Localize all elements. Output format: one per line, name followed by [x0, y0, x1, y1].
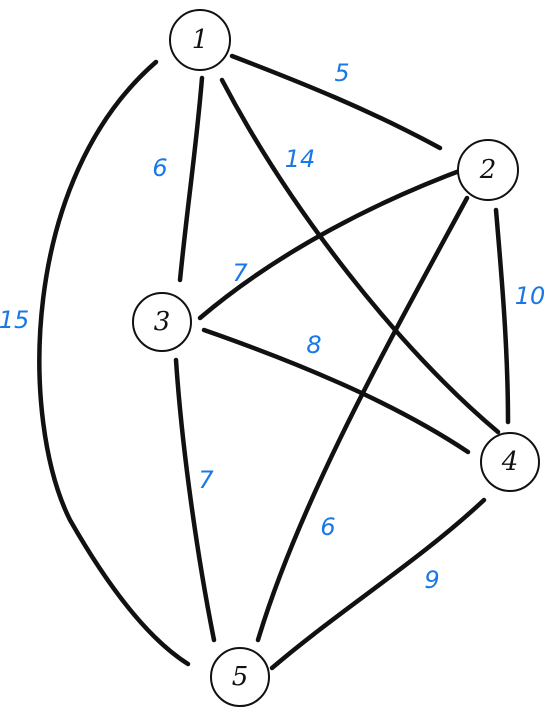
node-label: 3	[154, 307, 171, 337]
edge-weight-2-4: 10	[515, 282, 546, 310]
edge-weight-2-5: 6	[320, 513, 335, 541]
edge-weight-1-3: 6	[152, 154, 167, 182]
node-label: 1	[192, 25, 209, 55]
edge-1-4	[219, 77, 501, 435]
edge-2-3	[197, 164, 473, 321]
node-circle	[457, 139, 519, 201]
node-label: 2	[479, 155, 497, 185]
edges-layer	[37, 53, 511, 671]
edge-2-5	[255, 195, 470, 643]
node-circle	[210, 647, 270, 707]
edge-2-4	[493, 207, 511, 425]
edge-weight-2-3: 7	[232, 259, 248, 287]
edge-1-5	[37, 59, 191, 667]
edge-1-3	[177, 75, 205, 283]
node-3: 3	[132, 292, 192, 352]
edge-weight-1-5: 15	[0, 306, 29, 334]
node-circle	[480, 432, 540, 492]
node-1: 1	[169, 9, 231, 71]
nodes-layer: 1 2 3 4 5	[132, 9, 540, 707]
node-4: 4	[480, 432, 540, 492]
edge-3-4	[201, 327, 471, 455]
weights-layer: 5 6 14 15 7 10 6 8 7 9	[0, 59, 545, 594]
edge-weight-4-5: 9	[424, 566, 439, 594]
node-label: 5	[232, 662, 249, 692]
edge-weight-3-4: 8	[306, 331, 321, 359]
edge-weight-1-4: 14	[285, 145, 316, 173]
edge-1-2	[229, 53, 443, 151]
edge-weight-3-5: 7	[198, 466, 214, 494]
node-label: 4	[501, 447, 519, 477]
node-circle	[169, 9, 231, 71]
edge-4-5	[269, 497, 487, 671]
edge-3-5	[173, 357, 217, 643]
node-5: 5	[210, 647, 270, 707]
edge-weight-1-2: 5	[334, 59, 349, 87]
node-2: 2	[457, 139, 519, 201]
node-circle	[132, 292, 192, 352]
